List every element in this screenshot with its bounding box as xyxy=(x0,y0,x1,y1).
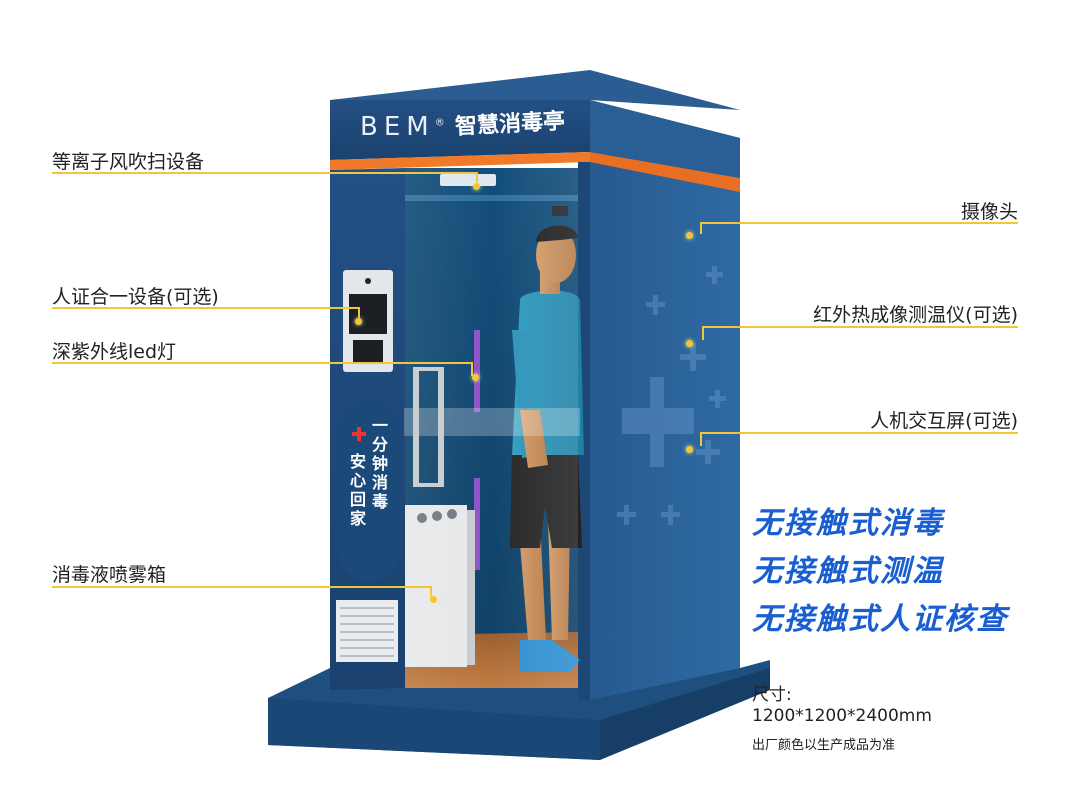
leader-line xyxy=(52,586,432,588)
spec-color-note: 出厂颜色以生产成品为准 xyxy=(752,738,896,753)
leader-dot xyxy=(355,318,362,325)
label-id-device: 人证合一设备(可选) xyxy=(52,286,219,308)
leader-line xyxy=(700,432,702,446)
booth-brand: BEM® xyxy=(360,112,445,142)
label-touch-screen: 人机交互屏(可选) xyxy=(870,410,1018,432)
leader-line xyxy=(700,222,702,234)
registered-mark: ® xyxy=(434,117,445,129)
headline-contactless-temperature: 无接触式测温 xyxy=(752,554,944,589)
headline-contactless-disinfection: 无接触式消毒 xyxy=(752,506,944,541)
leader-line xyxy=(702,326,704,340)
label-camera: 摄像头 xyxy=(960,201,1018,223)
leader-line xyxy=(702,326,1018,328)
leader-line xyxy=(52,172,477,174)
leader-line xyxy=(358,307,360,319)
spec-size-value: 1200*1200*2400mm xyxy=(752,706,932,726)
side-slogan-1: 一分钟消毒 xyxy=(372,416,389,511)
booth-title: 智慧消毒亭 xyxy=(454,109,566,140)
side-slogan-2: 安心回家 xyxy=(350,452,367,528)
leader-line xyxy=(52,362,472,364)
label-thermal-imager: 红外热成像测温仪(可选) xyxy=(813,304,1018,326)
leader-dot xyxy=(472,374,479,381)
leader-dot xyxy=(473,183,480,190)
leader-line xyxy=(52,307,358,309)
leader-line xyxy=(700,432,1018,434)
leader-dot xyxy=(686,340,693,347)
leader-line xyxy=(476,172,478,186)
label-spray-box: 消毒液喷雾箱 xyxy=(52,564,167,586)
leader-line xyxy=(430,586,432,598)
leader-dot xyxy=(686,446,693,453)
leader-line xyxy=(700,222,1018,224)
brand-text: BEM xyxy=(360,112,435,142)
spec-size-label: 尺寸: xyxy=(752,685,792,705)
leader-dot xyxy=(430,596,437,603)
label-uv-led: 深紫外线led灯 xyxy=(52,341,177,363)
leader-line xyxy=(471,362,473,376)
headline-contactless-id-check: 无接触式人证核查 xyxy=(752,602,1008,637)
leader-dot xyxy=(686,232,693,239)
label-plasma-blower: 等离子风吹扫设备 xyxy=(52,151,205,173)
